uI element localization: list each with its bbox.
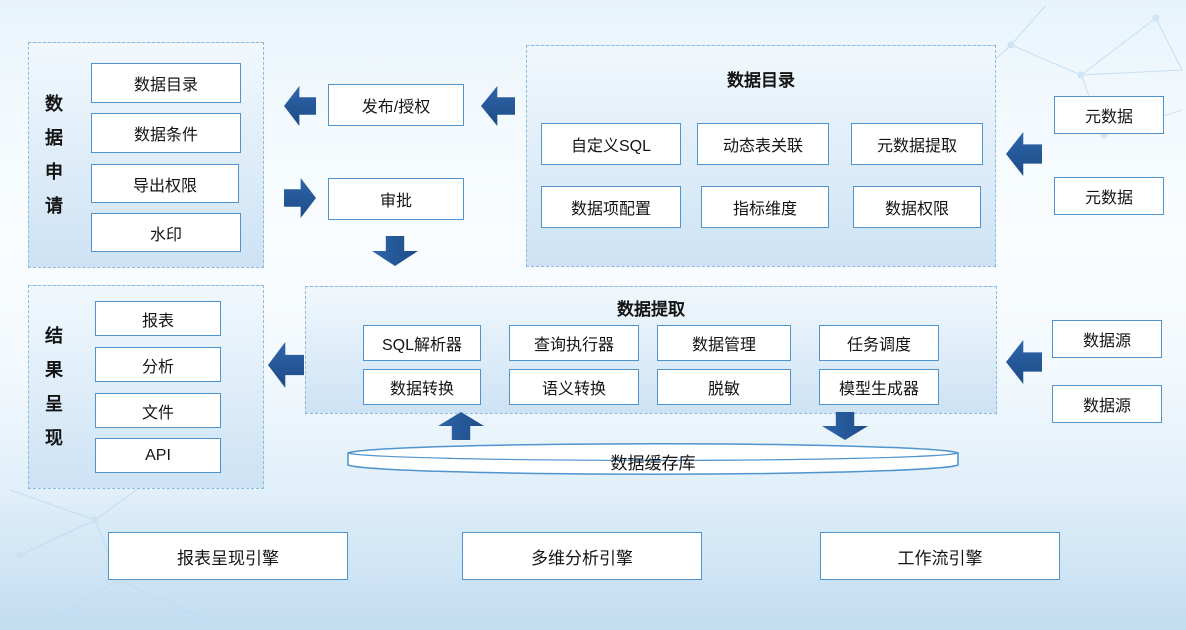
module-box-query-executor: 查询执行器 — [509, 325, 639, 361]
module-box-report: 报表 — [95, 301, 221, 336]
engine-box-workflow: 工作流引擎 — [820, 532, 1060, 580]
module-box-dynamic-table: 动态表关联 — [697, 123, 829, 165]
module-box-custom-sql: 自定义SQL — [541, 123, 681, 165]
arrow-publish-to-application — [284, 86, 316, 126]
publish-authorize-box: 发布/授权 — [328, 84, 464, 126]
module-box-file: 文件 — [95, 393, 221, 428]
data-source-box-1: 数据源 — [1052, 320, 1162, 358]
group-result-presentation-label: 结果呈现 — [45, 326, 63, 448]
module-box-data-item-config: 数据项配置 — [541, 186, 681, 228]
engine-box-olap: 多维分析引擎 — [462, 532, 702, 580]
module-box-desensitization: 脱敏 — [657, 369, 791, 405]
module-box-api: API — [95, 438, 221, 473]
data-cache-label: 数据缓存库 — [610, 453, 696, 473]
arrow-catalog-to-publish — [481, 86, 515, 126]
arrow-cache-to-extraction — [438, 412, 484, 440]
module-box-export-permission: 导出权限 — [91, 164, 239, 203]
module-box-semantic-transform: 语义转换 — [509, 369, 639, 405]
cylinder-shape — [347, 443, 959, 475]
arrow-source-to-extraction — [1006, 340, 1042, 384]
module-box-data-catalog: 数据目录 — [91, 63, 241, 103]
arrow-approval-to-extraction — [372, 236, 418, 266]
module-box-analysis: 分析 — [95, 347, 221, 382]
module-box-data-management: 数据管理 — [657, 325, 791, 361]
engine-box-report: 报表呈现引擎 — [108, 532, 348, 580]
module-box-watermark: 水印 — [91, 213, 241, 252]
module-box-sql-parser: SQL解析器 — [363, 325, 481, 361]
group-data-catalog-title: 数据目录 — [727, 71, 795, 90]
arrow-extraction-to-cache — [822, 412, 868, 440]
module-box-data-permission: 数据权限 — [853, 186, 981, 228]
module-box-task-scheduling: 任务调度 — [819, 325, 939, 361]
module-box-data-condition: 数据条件 — [91, 113, 241, 153]
group-data-application: 数据申请 数据目录 数据条件 导出权限 水印 — [28, 42, 264, 268]
group-result-presentation: 结果呈现 报表 分析 文件 API — [28, 285, 264, 489]
group-data-application-label: 数据申请 — [45, 94, 63, 216]
module-box-indicator-dimension: 指标维度 — [701, 186, 829, 228]
group-data-catalog: 数据目录 自定义SQL 动态表关联 元数据提取 数据项配置 指标维度 数据权限 — [526, 45, 996, 267]
data-cache-cylinder: 数据缓存库 — [345, 440, 961, 478]
metadata-box-2: 元数据 — [1054, 177, 1164, 215]
approval-box: 审批 — [328, 178, 464, 220]
group-data-extraction-title: 数据提取 — [617, 300, 685, 319]
data-source-box-2: 数据源 — [1052, 385, 1162, 423]
group-data-extraction: 数据提取 SQL解析器 查询执行器 数据管理 任务调度 数据转换 语义转换 脱敏… — [305, 286, 997, 414]
module-box-metadata-extract: 元数据提取 — [851, 123, 983, 165]
module-box-data-transform: 数据转换 — [363, 369, 481, 405]
metadata-box-1: 元数据 — [1054, 96, 1164, 134]
module-box-model-generator: 模型生成器 — [819, 369, 939, 405]
arrow-extraction-to-result — [268, 342, 304, 388]
arrow-application-to-approval — [284, 178, 316, 218]
